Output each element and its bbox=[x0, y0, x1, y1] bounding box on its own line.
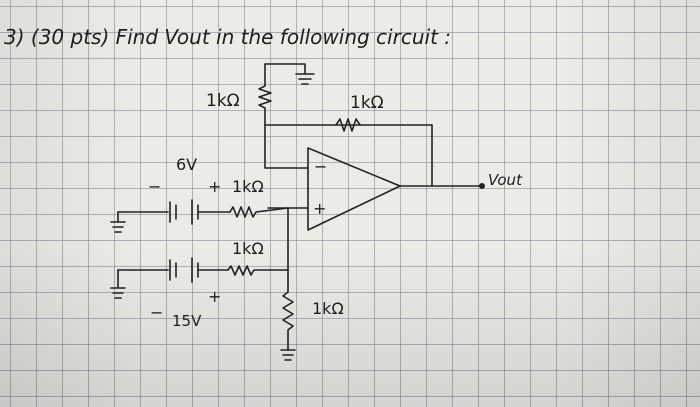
problem-title: 3) (30 pts) Find Vout in the following c… bbox=[4, 25, 451, 49]
label-6v: 6V bbox=[176, 155, 197, 174]
resistor-in2 bbox=[227, 265, 289, 276]
output-terminal bbox=[479, 183, 485, 189]
label-15v: 15V bbox=[172, 312, 202, 330]
label-r-feedback: 1kΩ bbox=[350, 93, 384, 113]
resistor-top-left bbox=[258, 63, 272, 126]
ground-top bbox=[264, 63, 315, 85]
opamp-minus-sign: − bbox=[314, 157, 327, 176]
battery-6v bbox=[169, 199, 231, 225]
ground-bottom bbox=[280, 349, 296, 361]
label-6v-plus: + bbox=[208, 177, 221, 196]
label-vout: Vout bbox=[488, 171, 523, 189]
label-r-top-left: 1kΩ bbox=[206, 91, 240, 111]
label-r-bottom: 1kΩ bbox=[312, 299, 344, 318]
wire-feedback-left bbox=[264, 124, 309, 169]
ground-15v bbox=[110, 269, 169, 299]
label-r-in2: 1kΩ bbox=[232, 239, 264, 258]
resistor-in1 bbox=[229, 206, 289, 218]
resistor-feedback bbox=[335, 118, 361, 132]
label-15v-plus: + bbox=[208, 287, 221, 306]
battery-15v bbox=[169, 257, 229, 283]
opamp bbox=[307, 147, 401, 231]
opamp-plus-sign: + bbox=[313, 199, 326, 218]
resistor-bottom bbox=[282, 291, 294, 351]
ground-6v bbox=[110, 211, 169, 233]
label-r-in1: 1kΩ bbox=[232, 177, 264, 196]
label-6v-minus: − bbox=[148, 177, 161, 196]
label-15v-minus: − bbox=[150, 303, 163, 322]
